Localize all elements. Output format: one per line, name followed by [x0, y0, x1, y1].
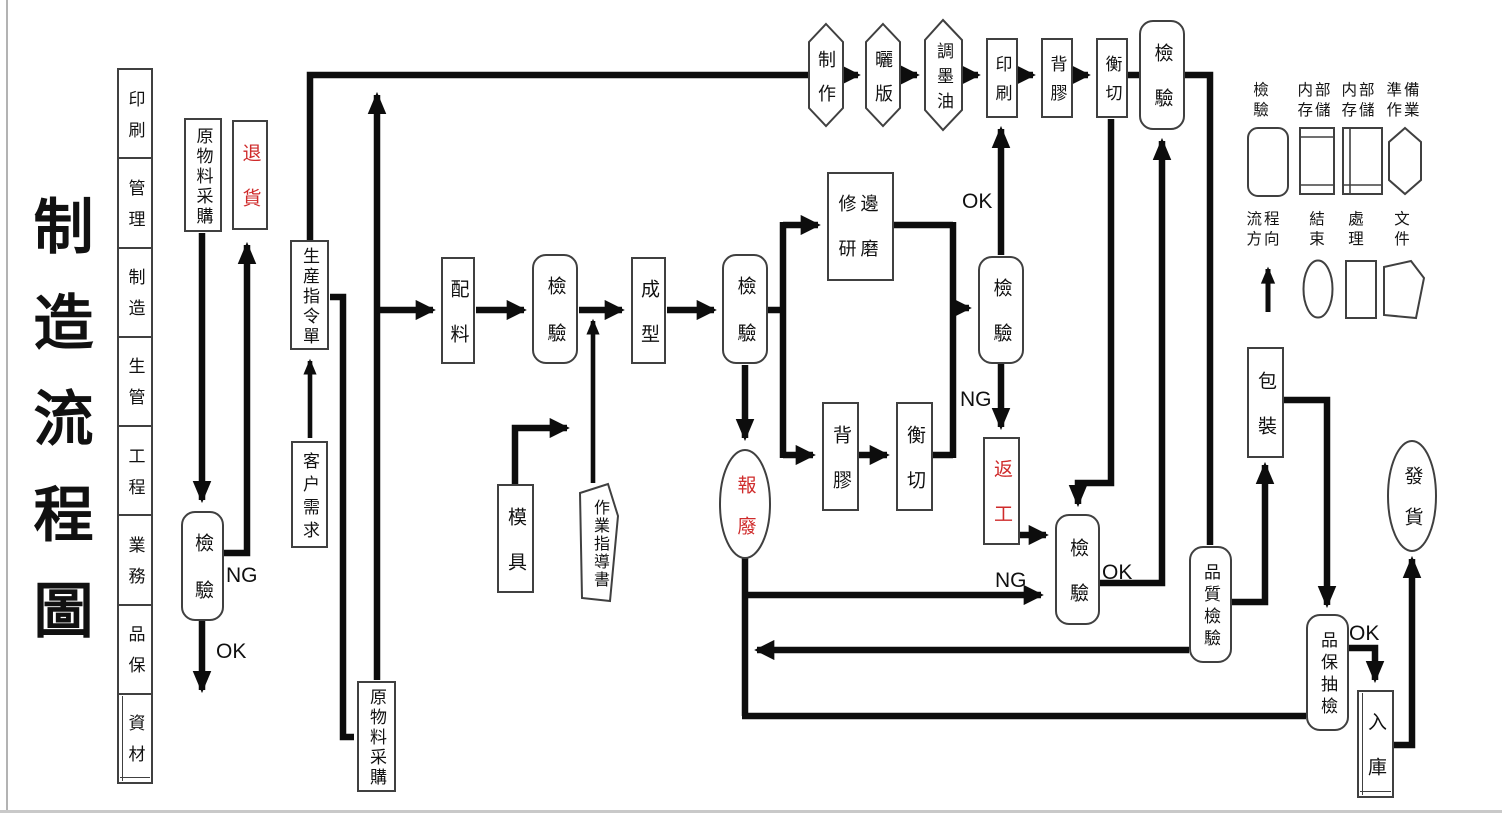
- legend-label-process: 處理: [1348, 211, 1366, 249]
- legend-process-rect: [1345, 260, 1377, 319]
- node-plate-exposure: 曬版: [873, 49, 893, 118]
- lane-manufacturing: 制造: [119, 246, 151, 336]
- legend-label-preparation: 準備作業: [1386, 82, 1422, 120]
- legend-label-flow-direction: 流程方向: [1246, 211, 1282, 249]
- lane-engineering: 工程: [119, 425, 151, 514]
- label-ok-inspection4: OK: [1102, 561, 1133, 584]
- storage-inner-line-left: [1362, 693, 1363, 795]
- node-printing: 印刷: [986, 38, 1018, 118]
- page-title: 制造流程圖: [25, 195, 92, 675]
- node-backing-glue-top: 背膠: [1041, 38, 1073, 118]
- node-backing-glue-mid: 背膠: [822, 402, 859, 515]
- legend-label-internal-storage: 内部存儲: [1341, 82, 1377, 120]
- node-shipping: 發貨: [1401, 466, 1423, 548]
- node-ink-mixing: 調墨油: [934, 42, 953, 117]
- legend-internal-storage-rect: [1342, 127, 1383, 195]
- legend-rounded-rect: [1247, 127, 1289, 197]
- node-return-goods: 退貨: [232, 120, 268, 233]
- legend-label-inspection: 檢驗: [1253, 82, 1271, 120]
- node-inspection-top-right: 檢驗: [1139, 20, 1185, 133]
- document-work-instruction: [578, 482, 620, 603]
- node-die-cutting-top: 衡切: [1096, 38, 1128, 118]
- page-edge-left: [6, 0, 8, 813]
- node-scrap: 報廢: [734, 475, 756, 557]
- hexagon-plate-exposure: [865, 22, 901, 128]
- legend-label-end: 結束: [1309, 211, 1327, 249]
- node-plate-making: 制作: [816, 49, 836, 118]
- legend-document: [1383, 259, 1426, 320]
- shape-outlines: [578, 18, 1437, 603]
- node-raw-material-purchase-bottom: 原物料采購: [357, 681, 396, 792]
- label-ok-incoming: OK: [216, 640, 247, 663]
- arrow-diecuttop-down-to-inspection4: [1068, 119, 1115, 508]
- node-inspection-rework: 檢驗: [1055, 514, 1100, 628]
- legend-ellipse: [1302, 259, 1334, 319]
- arrow-qasampling-ok-to-warehouse: [1347, 644, 1385, 684]
- storage-inner-line-bottom: [1360, 791, 1391, 792]
- lane-sales: 業務: [119, 514, 151, 603]
- arrow-warehouse-to-shipping: [1392, 555, 1422, 749]
- arrow-mold-to-line: [511, 417, 570, 484]
- node-material-mixing: 配料: [441, 257, 475, 369]
- lane-printing: 印刷: [125, 89, 145, 152]
- node-die-cutting-mid: 衡切: [896, 402, 933, 515]
- node-warehousing: 入庫: [1357, 690, 1394, 802]
- arrow-qualityinsp-to-packaging: [1230, 461, 1275, 606]
- node-edge-trimming-grinding: 修邊研磨: [827, 172, 894, 281]
- node-mold-tooling: 模具: [497, 484, 534, 597]
- arrow-inspection4-ok-up: [1098, 137, 1172, 587]
- line-inspection-ng-to-return: [222, 241, 257, 557]
- node-inspection-after-molding: 檢驗: [722, 254, 768, 370]
- department-lane-column: 印刷 管理 制造 生管 工程 業務 品保 資材: [117, 68, 153, 784]
- main-flow-lines: [192, 64, 1422, 749]
- legend-hexagon: [1388, 126, 1422, 196]
- thin-flow-lines: [303, 266, 1276, 483]
- line-inspectiontr-to-qualityinsp: [1183, 71, 1214, 545]
- legend-label-document: 文件: [1394, 211, 1412, 249]
- storage-inner-line-bottom: [120, 777, 150, 778]
- legend-stored-data-rect: [1299, 127, 1335, 195]
- line-order-to-rawmaterial-bottom: [330, 293, 354, 741]
- line-order-up-to-platemaking: [306, 71, 808, 240]
- lane-quality-assurance: 品保: [119, 603, 151, 693]
- node-packaging: 包裝: [1247, 347, 1284, 461]
- label-ok-qa-sampling: OK: [1349, 622, 1380, 645]
- ellipse-scrap: [719, 449, 771, 559]
- node-quality-inspection: 品質檢驗: [1189, 546, 1232, 663]
- label-ng-to-rework: NG: [960, 388, 992, 411]
- lane-production-control: 生管: [119, 335, 151, 425]
- node-incoming-inspection: 檢驗: [181, 511, 224, 627]
- legend-inner-lines: [1300, 128, 1382, 194]
- arrow-packaging-to-qasampling: [1282, 396, 1337, 609]
- node-customer-requirements: 客户需求: [291, 441, 328, 548]
- hexagon-ink-mixing: [924, 18, 963, 132]
- node-inspection-after-mixing: 檢驗: [532, 254, 578, 370]
- node-work-instruction: 作業指導書: [591, 499, 608, 589]
- ellipse-shipping: [1387, 440, 1437, 552]
- label-ng-to-inspection4: NG: [995, 569, 1027, 592]
- node-production-order: 生産指令單: [290, 240, 329, 350]
- node-molding: 成型: [631, 257, 666, 369]
- page-edge-bottom: [0, 810, 1502, 813]
- lane-materials: 資材: [119, 692, 151, 782]
- node-rework: 返工: [983, 437, 1020, 549]
- node-raw-material-purchase-top: 原物料采購: [184, 118, 222, 232]
- label-ng-incoming: NG: [226, 564, 258, 587]
- label-ok-to-printing: OK: [962, 190, 993, 213]
- storage-inner-line-left: [122, 695, 123, 781]
- node-inspection-mid: 檢驗: [978, 256, 1024, 368]
- node-qa-sampling-inspection: 品保抽檢: [1306, 614, 1349, 731]
- lane-management: 管理: [119, 157, 151, 246]
- legend-label-stored-data: 内部存儲: [1297, 82, 1333, 120]
- hexagon-plate-making: [808, 22, 844, 128]
